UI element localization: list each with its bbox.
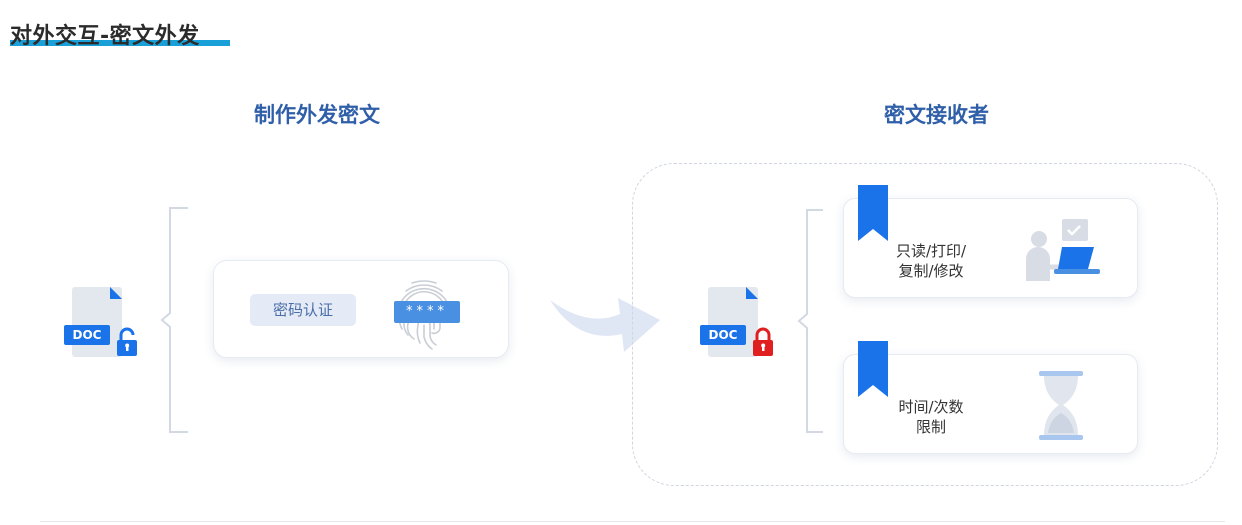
left-brace	[160, 207, 188, 433]
doc-label: DOC	[64, 325, 110, 345]
encrypted-doc-file-icon: DOC	[700, 287, 773, 367]
source-doc-file-icon: DOC	[64, 287, 137, 367]
permission-line-2: 复制/修改	[898, 262, 964, 280]
permission-text-time-count: 时间/次数 限制	[876, 397, 986, 437]
laptop-user-icon	[1026, 219, 1100, 281]
permission-card-time-count: 时间/次数 限制	[843, 341, 1138, 454]
permission-line-1: 时间/次数	[898, 398, 964, 416]
permission-card-operations: 只读/打印/ 复制/修改	[843, 185, 1138, 298]
bookmark-icon	[858, 185, 888, 241]
receiver-panel	[632, 163, 1218, 486]
right-section-heading: 密文接收者	[884, 103, 989, 127]
doc-label: DOC	[700, 325, 746, 345]
page-title: 对外交互-密文外发	[10, 24, 200, 49]
permission-line-1: 只读/打印/	[895, 242, 967, 260]
lock-icon	[753, 327, 773, 356]
password-field-display: ****	[394, 301, 460, 323]
left-section-heading: 制作外发密文	[254, 103, 380, 127]
hourglass-icon	[1039, 371, 1083, 440]
bottom-divider	[40, 521, 1225, 522]
right-brace	[797, 209, 823, 433]
title-underline	[10, 40, 230, 46]
bookmark-icon	[858, 341, 888, 397]
permission-line-2: 限制	[915, 418, 946, 436]
unlock-icon	[117, 327, 137, 356]
password-auth-label: 密码认证	[250, 294, 356, 326]
permission-text-operations: 只读/打印/ 复制/修改	[876, 241, 986, 281]
password-auth-card: 密码认证 ****	[213, 260, 509, 358]
